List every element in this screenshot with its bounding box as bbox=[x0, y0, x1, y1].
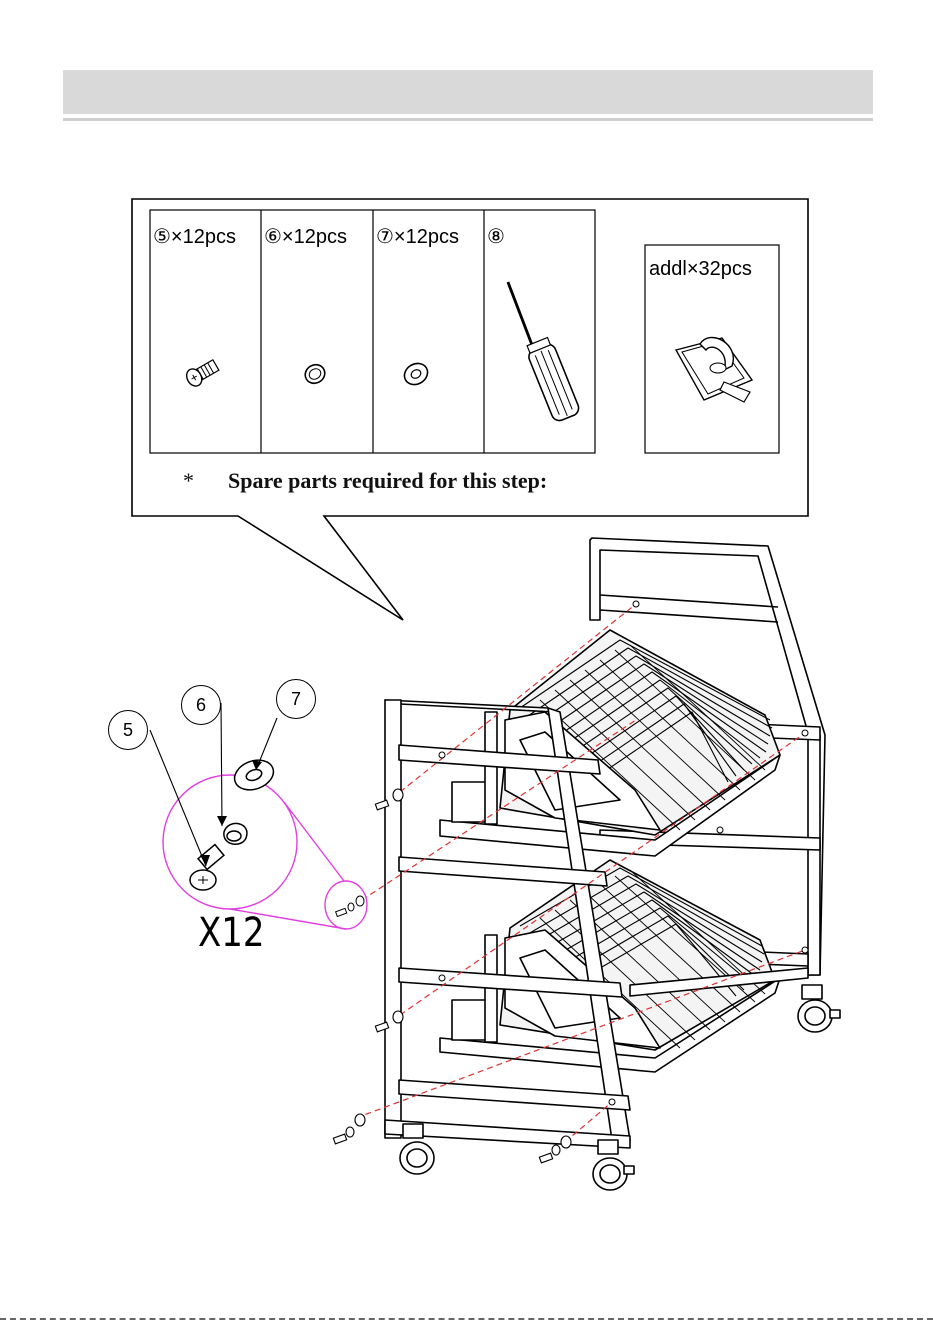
quantity-label: X12 bbox=[198, 910, 265, 956]
callout-number-7: 7 bbox=[276, 679, 316, 719]
page-cut-line bbox=[0, 1318, 933, 1320]
callout-number-5: 5 bbox=[108, 710, 148, 750]
callout-number-6: 6 bbox=[181, 685, 221, 725]
